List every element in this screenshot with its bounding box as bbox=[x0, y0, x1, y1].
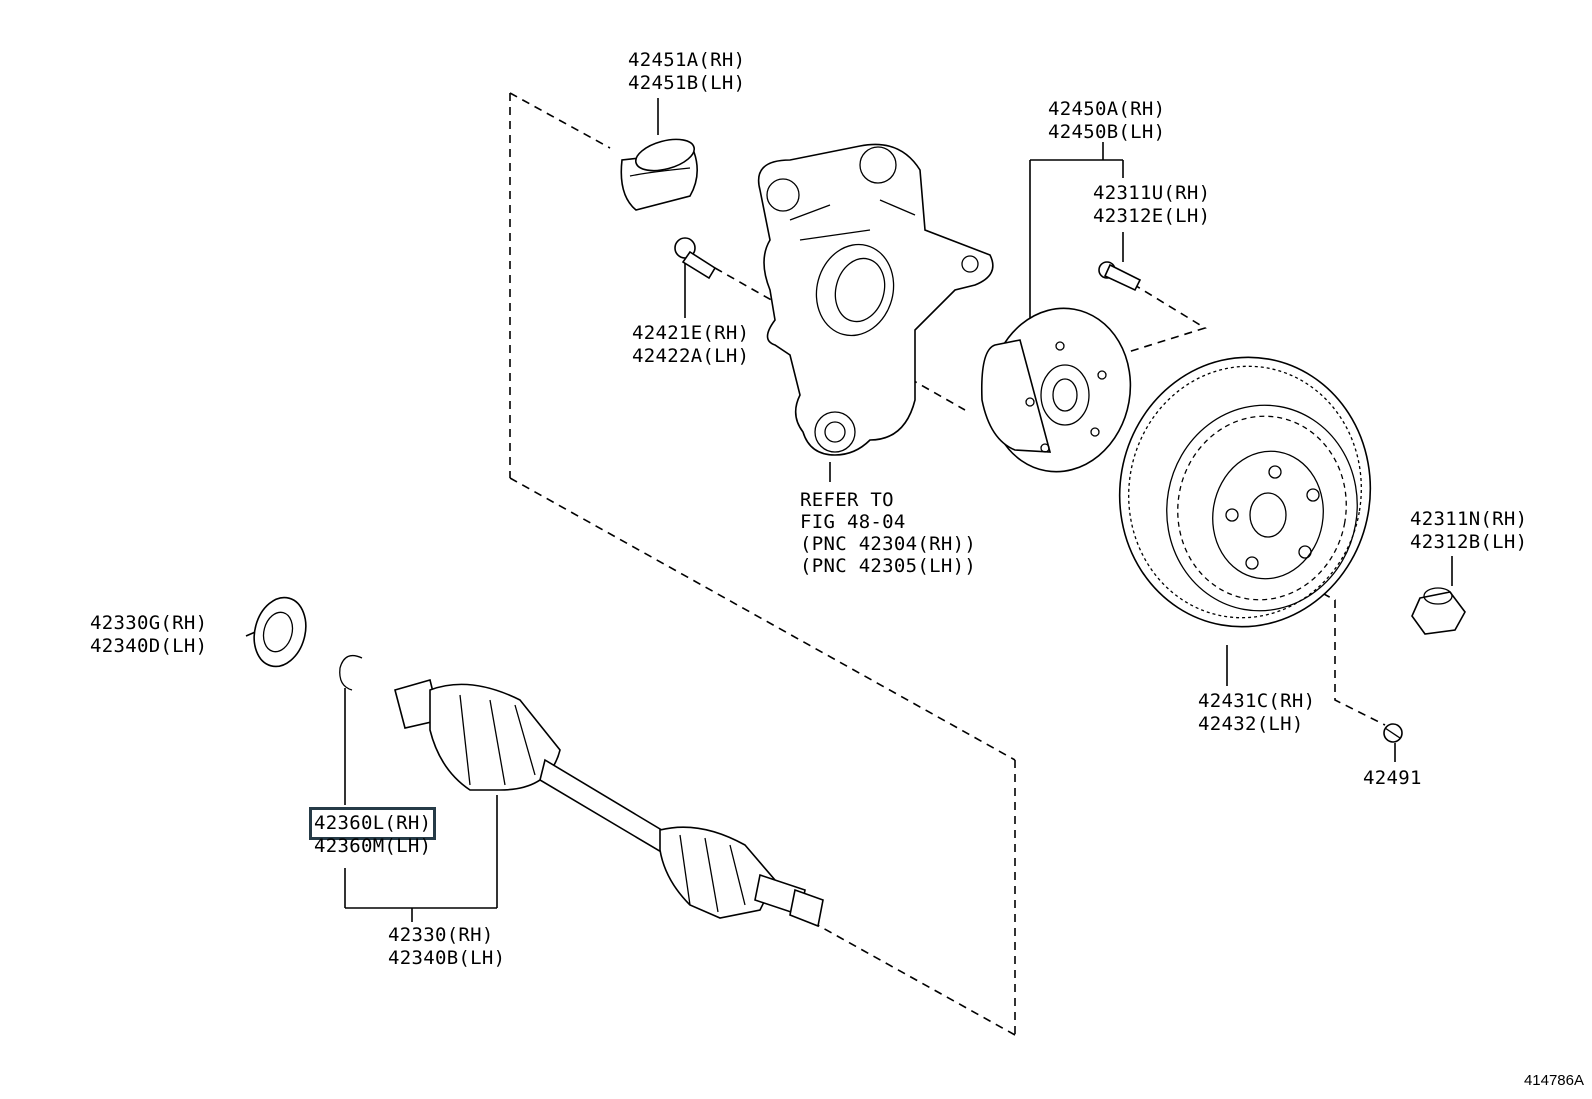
knuckle-bolt-part bbox=[674, 237, 717, 280]
label-line: 42330G(RH) bbox=[90, 612, 208, 634]
label-line: 42312B(LH) bbox=[1410, 531, 1528, 553]
label-line: (PNC 42304(RH)) bbox=[800, 533, 977, 555]
label-line: 42340D(LH) bbox=[90, 635, 208, 657]
wheel-nut-label: 42311N(RH) 42312B(LH) bbox=[1410, 508, 1527, 554]
leader-lines bbox=[245, 98, 1453, 922]
label-line: 42422A(LH) bbox=[632, 345, 750, 367]
label-line: 42491 bbox=[1363, 767, 1422, 789]
hub-assembly-label: 42450A(RH) 42450B(LH) bbox=[1048, 98, 1165, 144]
highlighted-part-number[interactable]: 42360L(RH) bbox=[308, 807, 437, 840]
snap-ring-part bbox=[339, 654, 363, 691]
label-line: FIG 48-04 bbox=[800, 511, 906, 533]
label-line: 42340B(LH) bbox=[388, 947, 506, 969]
hub-assembly-part bbox=[980, 307, 1132, 473]
label-line: 42450B(LH) bbox=[1048, 121, 1166, 143]
label-line: 42432(LH) bbox=[1198, 713, 1304, 735]
dust-cover-part bbox=[620, 138, 698, 211]
label-line: 42421E(RH) bbox=[632, 322, 750, 344]
hub-bolt-label: 42311U(RH) 42312E(LH) bbox=[1093, 182, 1210, 228]
label-line: 42311U(RH) bbox=[1093, 182, 1211, 204]
oil-seal-part bbox=[253, 596, 307, 668]
label-line: 42431C(RH) bbox=[1198, 690, 1316, 712]
oil-seal-label: 42330G(RH) 42340D(LH) bbox=[90, 612, 207, 658]
label-line: 42451A(RH) bbox=[628, 49, 746, 71]
wheel-nut-part bbox=[1411, 587, 1466, 635]
label-line: 42312E(LH) bbox=[1093, 205, 1211, 227]
label-line: 42330(RH) bbox=[388, 924, 494, 946]
label-line: 42450A(RH) bbox=[1048, 98, 1166, 120]
disc-rotor-label: 42431C(RH) 42432(LH) bbox=[1198, 690, 1315, 736]
drive-shaft-part bbox=[394, 679, 824, 928]
label-line: 42360M(LH) bbox=[314, 835, 432, 857]
hub-bolt-part bbox=[1098, 261, 1142, 292]
label-line: (PNC 42305(LH)) bbox=[800, 555, 977, 577]
label-line: REFER TO bbox=[800, 489, 894, 511]
steering-knuckle-part bbox=[757, 143, 994, 456]
dust-cover-label: 42451A(RH) 42451B(LH) bbox=[628, 49, 745, 95]
label-line: 42451B(LH) bbox=[628, 72, 746, 94]
disc-screw-label: 42491 bbox=[1363, 767, 1422, 790]
knuckle-reference-label: REFER TO FIG 48-04 (PNC 42304(RH)) (PNC … bbox=[800, 489, 976, 577]
figure-number: 414786A bbox=[1523, 1072, 1584, 1089]
snap-ring-label: 42360L(RH) 42360M(LH) bbox=[308, 807, 437, 858]
knuckle-bolt-label: 42421E(RH) 42422A(LH) bbox=[632, 322, 749, 368]
label-line: 42311N(RH) bbox=[1410, 508, 1528, 530]
disc-screw-part bbox=[1383, 723, 1403, 743]
disc-rotor-part bbox=[1118, 356, 1372, 628]
drive-shaft-label: 42330(RH) 42340B(LH) bbox=[388, 924, 505, 970]
